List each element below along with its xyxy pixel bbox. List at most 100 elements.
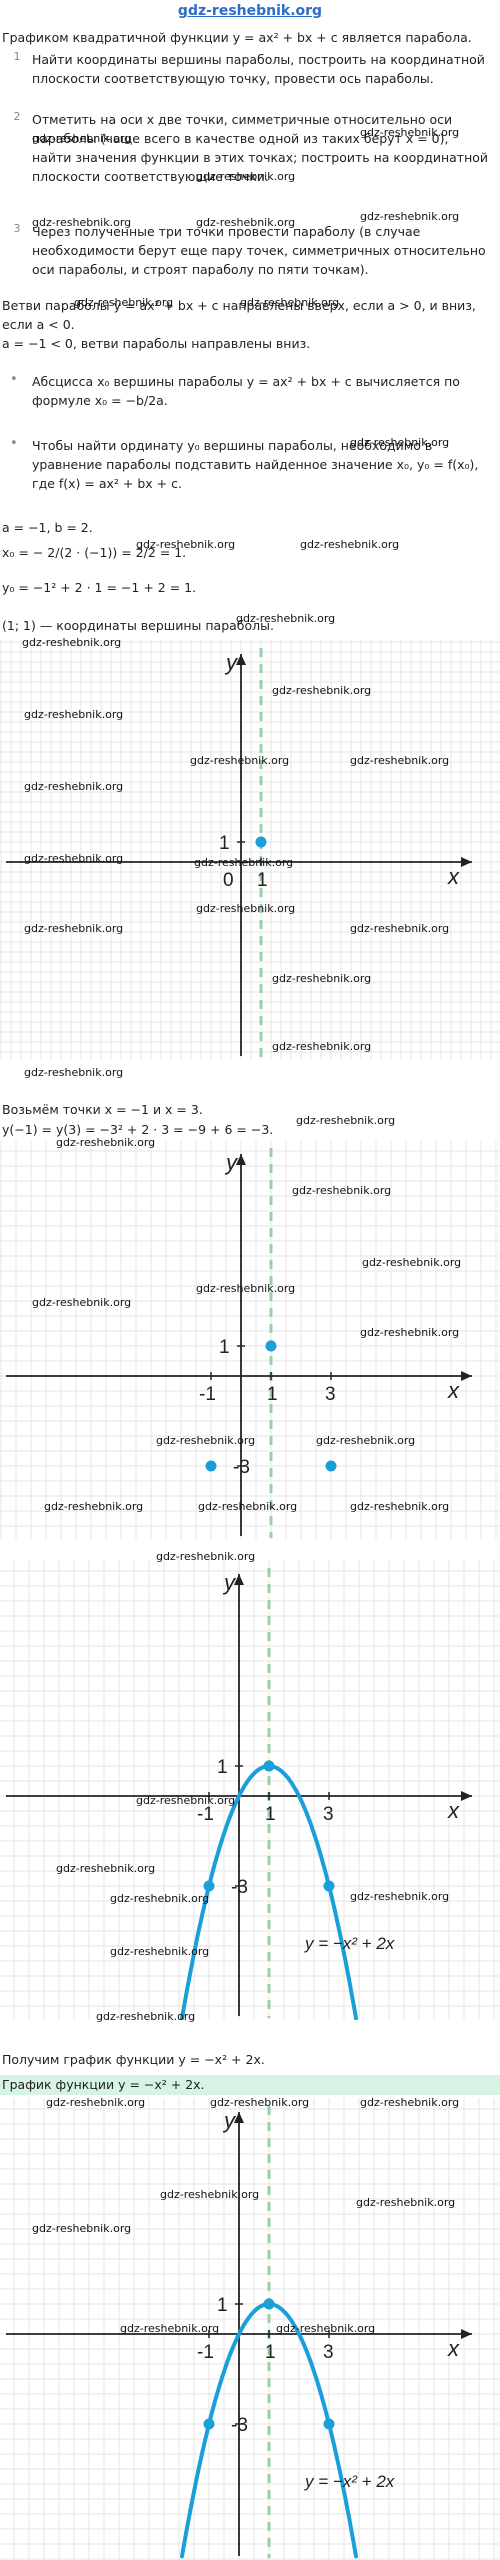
site-header: gdz-reshebnik.org xyxy=(0,0,500,20)
watermark: gdz-reshebnik.org xyxy=(120,2322,219,2335)
a-value-text: a = −1 < 0, ветви параболы направлены вн… xyxy=(2,334,497,353)
watermark: gdz-reshebnik.org xyxy=(32,216,131,229)
step-number: 2 xyxy=(10,110,24,123)
tick-label-x1: 1 xyxy=(267,1384,278,1405)
curve-label: y = −x² + 2x xyxy=(304,2472,395,2491)
tick-label-xm1: -1 xyxy=(197,2342,214,2363)
watermark: gdz-reshebnik.org xyxy=(24,1066,123,1079)
watermark: gdz-reshebnik.org xyxy=(156,1550,255,1563)
watermark: gdz-reshebnik.org xyxy=(300,538,399,551)
y-axis-arrow xyxy=(236,654,246,665)
watermark: gdz-reshebnik.org xyxy=(360,126,459,139)
x-axis-label: x xyxy=(447,864,460,889)
tick-label-xm1: -1 xyxy=(199,1384,216,1405)
watermark: gdz-reshebnik.org xyxy=(32,132,131,145)
watermark: gdz-reshebnik.org xyxy=(136,538,235,551)
data-point xyxy=(324,1881,335,1892)
origin-label: 0 xyxy=(223,870,234,891)
watermark: gdz-reshebnik.org xyxy=(236,612,335,625)
step-1: 1 Найти координаты вершины параболы, пос… xyxy=(10,50,490,88)
tick-label-x3: 3 xyxy=(323,2342,334,2363)
watermark: gdz-reshebnik.org xyxy=(350,922,449,935)
y-axis-label: y xyxy=(224,1150,239,1175)
tick-label-ym3: -3 xyxy=(233,1457,250,1478)
watermark: gdz-reshebnik.org xyxy=(196,902,295,915)
watermark: gdz-reshebnik.org xyxy=(24,852,123,865)
watermark: gdz-reshebnik.org xyxy=(194,856,293,869)
watermark: gdz-reshebnik.org xyxy=(362,1256,461,1269)
x-axis-label: x xyxy=(447,1798,460,1823)
x-axis-label: x xyxy=(447,2336,460,2361)
x-axis-arrow xyxy=(461,857,472,867)
y-axis-label: y xyxy=(222,2108,237,2133)
tick-label-y1: 1 xyxy=(219,1337,230,1358)
final-text: График функции y = −x² + 2x. xyxy=(0,2075,500,2094)
watermark: gdz-reshebnik.org xyxy=(350,1890,449,1903)
step-number: 1 xyxy=(10,50,24,63)
calc-ab: a = −1, b = 2. xyxy=(2,518,93,537)
watermark: gdz-reshebnik.org xyxy=(196,1282,295,1295)
watermark: gdz-reshebnik.org xyxy=(110,1945,209,1958)
x-axis-arrow xyxy=(461,2329,472,2339)
y-axis-label: y xyxy=(224,650,239,675)
vertex-text: (1; 1) — координаты вершины параболы. xyxy=(2,616,274,635)
watermark: gdz-reshebnik.org xyxy=(32,1296,131,1309)
tick-label-y1: 1 xyxy=(217,2295,228,2316)
x-axis-arrow xyxy=(461,1791,472,1801)
watermark: gdz-reshebnik.org xyxy=(56,1862,155,1875)
y-axis-arrow xyxy=(236,1154,246,1165)
watermark: gdz-reshebnik.org xyxy=(22,636,121,649)
result-text: Получим график функции y = −x² + 2x. xyxy=(2,2050,265,2069)
site-link[interactable]: gdz-reshebnik.org xyxy=(178,3,322,19)
data-point xyxy=(256,837,267,848)
final-highlight: График функции y = −x² + 2x. xyxy=(0,2075,500,2095)
watermark: gdz-reshebnik.org xyxy=(24,708,123,721)
watermark: gdz-reshebnik.org xyxy=(272,972,371,985)
data-point xyxy=(264,2299,275,2310)
tick-label-ym3: -3 xyxy=(231,1877,248,1898)
watermark: gdz-reshebnik.org xyxy=(292,1184,391,1197)
data-point xyxy=(204,1881,215,1892)
step-number: 3 xyxy=(10,222,24,235)
tick-label-ym3: -3 xyxy=(231,2415,248,2436)
intro-text: Графиком квадратичной функции y = ax² + … xyxy=(2,28,497,47)
tick-label-y1: 1 xyxy=(219,833,230,854)
data-point xyxy=(324,2419,335,2430)
tick-label-x3: 3 xyxy=(325,1384,336,1405)
watermark: gdz-reshebnik.org xyxy=(350,436,449,449)
watermark: gdz-reshebnik.org xyxy=(190,754,289,767)
watermark: gdz-reshebnik.org xyxy=(276,2322,375,2335)
graph-final: xy11-13-3y = −x² + 2x xyxy=(0,2098,500,2560)
watermark: gdz-reshebnik.org xyxy=(350,1500,449,1513)
watermark: gdz-reshebnik.org xyxy=(46,2096,145,2109)
data-point xyxy=(206,1461,217,1472)
watermark: gdz-reshebnik.org xyxy=(24,922,123,935)
tick-label-x1: 1 xyxy=(257,870,268,891)
graph-vertex-svg: x y 1 1 0 xyxy=(0,640,500,1060)
watermark: gdz-reshebnik.org xyxy=(272,684,371,697)
watermark: gdz-reshebnik.org xyxy=(316,1434,415,1447)
watermark: gdz-reshebnik.org xyxy=(356,2196,455,2209)
y-axis-arrow xyxy=(234,2112,244,2123)
data-point xyxy=(204,2419,215,2430)
graph-points: xy11-13-3 xyxy=(0,1140,500,1540)
watermark: gdz-reshebnik.org xyxy=(360,210,459,223)
tick-label-y1: 1 xyxy=(217,1757,228,1778)
curve-label: y = −x² + 2x xyxy=(304,1934,395,1953)
graph-parabola: xy11-13-3y = −x² + 2x xyxy=(0,1560,500,2020)
watermark: gdz-reshebnik.org xyxy=(56,1136,155,1149)
data-point xyxy=(266,1341,277,1352)
graph-final-svg: xy11-13-3y = −x² + 2x xyxy=(0,2098,500,2560)
y-axis-label: y xyxy=(222,1570,237,1595)
graph-vertex: x y 1 1 0 xyxy=(0,640,500,1060)
watermark: gdz-reshebnik.org xyxy=(360,2096,459,2109)
watermark: gdz-reshebnik.org xyxy=(32,2222,131,2235)
step-text: Через полученные три точки провести пара… xyxy=(32,222,490,279)
data-point xyxy=(264,1761,275,1772)
watermark: gdz-reshebnik.org xyxy=(24,780,123,793)
watermark: gdz-reshebnik.org xyxy=(196,216,295,229)
watermark: gdz-reshebnik.org xyxy=(210,2096,309,2109)
watermark: gdz-reshebnik.org xyxy=(96,2010,195,2023)
watermark: gdz-reshebnik.org xyxy=(110,1892,209,1905)
tick-label-xm1: -1 xyxy=(197,1804,214,1825)
